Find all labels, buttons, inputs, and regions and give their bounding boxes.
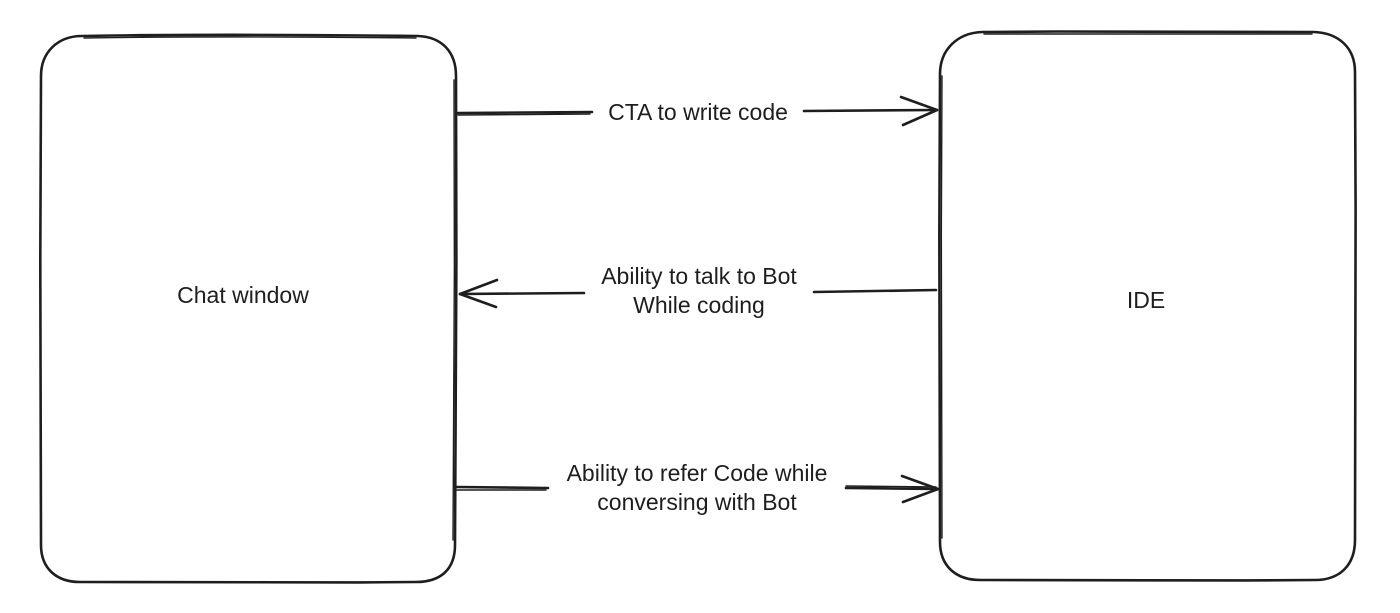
ide-label: IDE bbox=[1127, 287, 1165, 313]
edge-3-line-right bbox=[844, 486, 940, 491]
edge-ability-to-talk-to-bot: Ability to talk to Bot While coding bbox=[458, 263, 938, 318]
chat-window-label: Chat window bbox=[177, 282, 309, 308]
chat-window-box-sketch bbox=[83, 36, 456, 541]
edge-1-line-left bbox=[456, 110, 594, 115]
edge-3-label-line-2: conversing with Bot bbox=[597, 489, 797, 515]
chat-window-box bbox=[38, 33, 458, 585]
ide-box bbox=[937, 29, 1358, 583]
edge-1-line-right bbox=[802, 108, 939, 113]
edge-3-arrowhead bbox=[900, 474, 940, 504]
edge-2-line-left bbox=[458, 291, 586, 296]
edge-2-label-line-1: Ability to talk to Bot bbox=[601, 263, 797, 289]
chat-window-node: Chat window bbox=[38, 33, 458, 585]
edge-3-line-left bbox=[454, 485, 550, 490]
edge-1-line-left-sketch bbox=[457, 113, 591, 116]
edge-1-label-line-1: CTA to write code bbox=[608, 99, 788, 125]
edge-3-label-line-1: Ability to refer Code while bbox=[567, 460, 828, 486]
edge-ability-to-refer-code: Ability to refer Code while conversing w… bbox=[454, 460, 940, 515]
edge-2-arrowhead bbox=[458, 278, 499, 309]
edge-1-arrowhead bbox=[899, 95, 939, 127]
edge-cta-to-write-code: CTA to write code bbox=[456, 95, 939, 127]
edge-2-line-right bbox=[812, 288, 938, 294]
ide-box-sketch bbox=[940, 32, 1313, 539]
edge-2-label-line-2: While coding bbox=[633, 292, 765, 318]
edge-3-line-right-sketch bbox=[845, 485, 937, 488]
ide-node: IDE bbox=[937, 29, 1358, 583]
